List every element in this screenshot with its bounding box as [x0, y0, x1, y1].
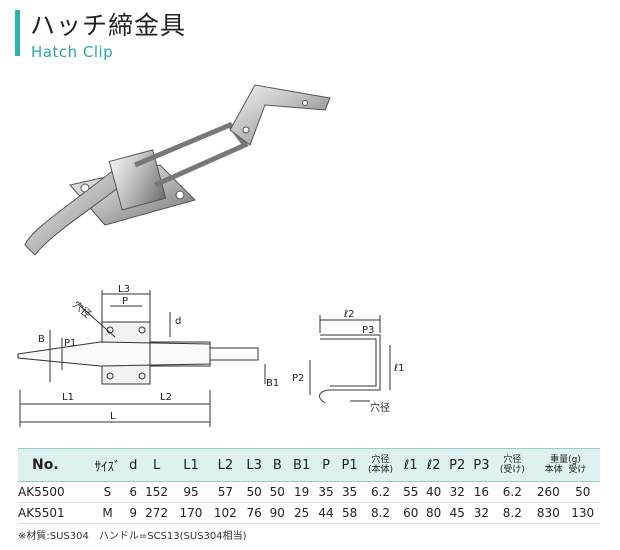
table-cell: 25 — [288, 502, 315, 524]
table-cell: 35 — [337, 481, 362, 503]
table-cell: S — [87, 481, 127, 503]
table-cell: 8.2 — [361, 502, 400, 524]
table-cell: 272 — [139, 502, 174, 524]
col-l2: ℓ2 — [422, 448, 446, 482]
col-hole-body: 穴径(本体) — [361, 448, 400, 482]
col-B: B — [265, 448, 289, 482]
table-cell: 80 — [422, 502, 446, 524]
table-cell: 90 — [265, 502, 289, 524]
page-title: ハッチ締金具 — [30, 11, 187, 40]
table-cell: 44 — [314, 502, 338, 524]
table-cell: 19 — [288, 481, 315, 503]
label-P: P — [122, 296, 128, 307]
table-cell: 40 — [422, 481, 446, 503]
table-cell: 16 — [469, 481, 494, 503]
label-B1: B1 — [266, 378, 279, 389]
col-B1: B1 — [288, 448, 315, 482]
col-hole-catch: 穴径(受け) — [493, 448, 532, 482]
table-cell: 8.2 — [493, 502, 532, 524]
table-cell: 6.2 — [493, 481, 532, 503]
col-d: d — [127, 448, 140, 482]
label-L: L — [110, 411, 116, 422]
front-drawing: L3 P 穴径 d B P1 B1 L1 L2 L — [17, 284, 279, 427]
label-d: d — [175, 316, 181, 327]
label-L1: L1 — [62, 392, 74, 403]
label-hole: 穴径 — [70, 298, 94, 321]
label-B: B — [38, 334, 45, 345]
label-P1: P1 — [64, 338, 76, 349]
table-cell: 35 — [314, 481, 338, 503]
col-P1: P1 — [337, 448, 362, 482]
title-accent-bar — [15, 10, 20, 56]
table-cell: 102 — [208, 502, 243, 524]
table-cell: 830 — [531, 502, 566, 524]
label-l2: ℓ2 — [344, 309, 355, 320]
table-header-row: No. ｻｲｽﾞ d L L1 L2 L3 B B1 P P1 穴径(本体) ℓ… — [18, 448, 600, 482]
col-L1: L1 — [173, 448, 209, 482]
col-L: L — [139, 448, 174, 482]
page-subtitle: Hatch Clip — [31, 43, 114, 61]
material-note: ※材質:SUS304 ハンドル=SCS13(SUS304相当) — [18, 531, 247, 542]
col-size: ｻｲｽﾞ — [87, 448, 127, 482]
table-cell: 50 — [242, 481, 266, 503]
table-cell: 32 — [445, 481, 470, 503]
table-cell: AK5501 — [18, 502, 88, 524]
table-cell: 152 — [139, 481, 174, 503]
col-P2: P2 — [445, 448, 470, 482]
table-cell: 45 — [445, 502, 470, 524]
table-cell: 50 — [265, 481, 289, 503]
col-l1: ℓ1 — [399, 448, 423, 482]
table-cell: 170 — [173, 502, 209, 524]
table-cell: 60 — [399, 502, 423, 524]
col-L3: L3 — [242, 448, 266, 482]
table-cell: 6 — [127, 481, 140, 503]
table-cell: 6.2 — [361, 481, 400, 503]
side-drawing: ℓ2 P3 ℓ1 P2 穴径 — [292, 309, 405, 414]
col-P3: P3 — [469, 448, 494, 482]
label-l1: ℓ1 — [394, 363, 405, 374]
table-cell: 9 — [127, 502, 140, 524]
label-P2: P2 — [292, 373, 304, 384]
table-cell: 76 — [242, 502, 266, 524]
table-cell: 130 — [565, 502, 600, 524]
col-L2: L2 — [208, 448, 243, 482]
table-cell: 57 — [208, 481, 243, 503]
label-L3: L3 — [118, 284, 130, 295]
label-P3: P3 — [362, 325, 374, 336]
table-cell: 32 — [469, 502, 494, 524]
col-P: P — [314, 448, 338, 482]
table-cell: M — [87, 502, 127, 524]
col-no: No. — [18, 448, 88, 482]
spec-table: No. ｻｲｽﾞ d L L1 L2 L3 B B1 P P1 穴径(本体) ℓ… — [18, 448, 600, 524]
table-cell: 55 — [399, 481, 423, 503]
col-weight: 重量(g)本体 受け — [531, 448, 600, 482]
table-cell: 95 — [173, 481, 209, 503]
table-cell: 260 — [531, 481, 566, 503]
product-photo — [24, 84, 331, 256]
table-cell: AK5500 — [18, 481, 88, 503]
table-cell: 50 — [565, 481, 600, 503]
table-cell: 58 — [337, 502, 362, 524]
label-L2: L2 — [160, 392, 172, 403]
label-side-hole: 穴径 — [370, 401, 390, 414]
